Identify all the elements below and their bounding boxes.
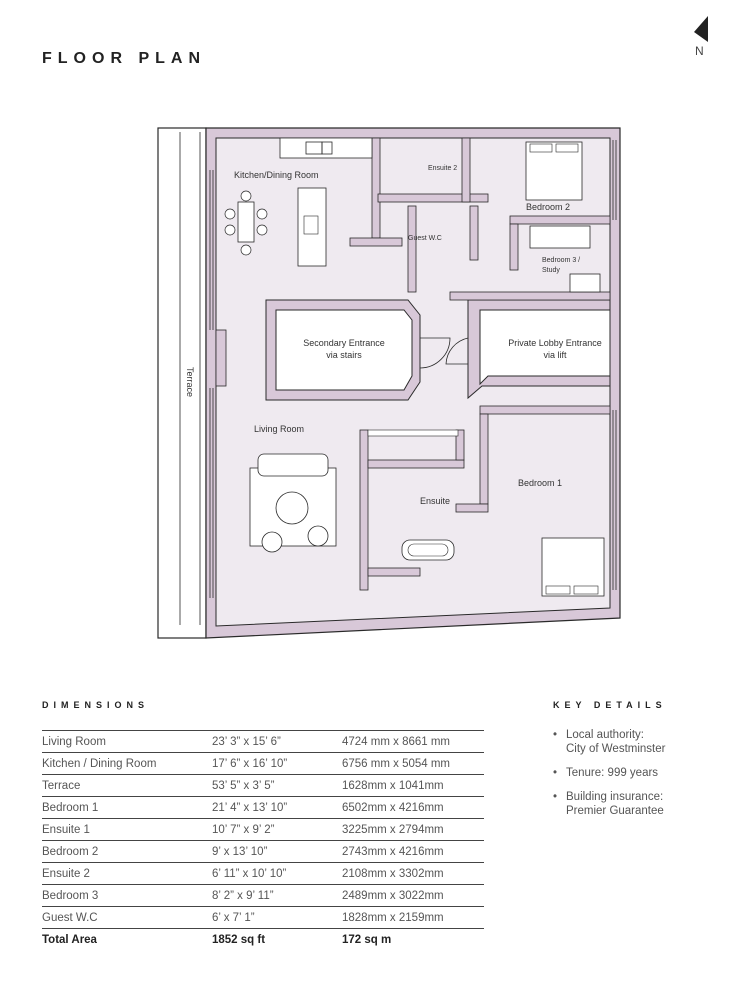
key-detail-line1: Tenure: 999 years [566,767,659,779]
cell-metric: 6502mm x 4216mm [342,796,484,819]
cell-imperial: 17’ 6” x 16’ 10” [212,752,342,775]
dimensions-heading: DIMENSIONS [42,700,150,710]
cell-imperial: 6’ 11” x 10’ 10” [212,862,342,885]
list-item: Local authority: City of Westminster [553,728,733,756]
cell-imperial: 53’ 5” x 3’ 5” [212,774,342,797]
cell-room: Ensuite 1 [42,818,212,841]
key-detail-line1: Local authority: [566,729,644,741]
cell-imperial: 21’ 4” x 13’ 10” [212,796,342,819]
bed-bedroom-1 [541,537,605,597]
stair-core-floor [275,309,413,391]
cell-metric: 4724 mm x 8661 mm [342,730,484,753]
page-title: FLOOR PLAN [42,50,206,67]
label-living-room: Living Room [254,424,304,434]
key-detail-line2: Premier Guarantee [566,805,664,817]
total-room: Total Area [42,933,97,946]
total-row: Total Area 1852 sq ft 172 sq m [42,929,484,951]
coffee-table [275,491,309,525]
label-secondary-entrance-line1: Secondary Entrance [303,338,385,348]
kitchen-island [297,187,327,267]
cell-metric: 2743mm x 4216mm [342,840,484,863]
cell-metric: 1628mm x 1041mm [342,774,484,797]
sofa [257,453,329,477]
key-details-heading: KEY DETAILS [553,700,667,710]
cell-imperial: 10’ 7” x 9’ 2” [212,818,342,841]
cell-room: Living Room [42,730,212,753]
floor-plan: Kitchen/Dining Room Ensuite 2 Bedroom 2 … [157,127,621,639]
cell-room: Kitchen / Dining Room [42,752,212,775]
label-bedroom-1: Bedroom 1 [518,478,562,488]
cell-room: Terrace [42,774,212,797]
label-lobby-line2: via lift [543,350,567,360]
cell-room: Bedroom 2 [42,840,212,863]
label-ensuite: Ensuite [420,496,450,506]
label-lobby-line1: Private Lobby Entrance [508,338,602,348]
cell-metric: 3225mm x 2794mm [342,818,484,841]
list-item: Building insurance: Premier Guarantee [553,790,733,818]
cell-room: Bedroom 3 [42,884,212,907]
label-bedroom-3-line2: Study [542,267,560,274]
cell-imperial: 9’ x 13’ 10” [212,840,342,863]
lift-lobby-floor [479,309,611,386]
cell-metric: 6756 mm x 5054 mm [342,752,484,775]
total-metric: 172 sq m [342,933,392,946]
compass-label: N [695,44,704,58]
label-bedroom-2: Bedroom 2 [526,202,570,212]
north-arrow-icon [694,16,708,42]
kitchen-counter [279,137,373,159]
key-details-list: Local authority: City of WestminsterTenur… [553,728,733,828]
cell-imperial: 8’ 2” x 9’ 11” [212,884,342,907]
label-kitchen: Kitchen/Dining Room [234,170,319,180]
cell-imperial: 6’ x 7’ 1” [212,906,342,929]
key-detail-line1: Building insurance: [566,791,664,803]
cell-room: Ensuite 2 [42,862,212,885]
label-bedroom-3-line1: Bedroom 3 / [542,257,580,264]
bathtub [401,539,455,561]
cell-metric: 2108mm x 3302mm [342,862,484,885]
label-guest-wc: Guest W.C [408,235,442,242]
terrace-strip [157,127,207,639]
cell-metric: 2489mm x 3022mm [342,884,484,907]
label-secondary-entrance-line2: via stairs [326,350,362,360]
cell-imperial: 23’ 3” x 15’ 6” [212,730,342,753]
list-item: Tenure: 999 years [553,766,733,780]
cell-metric: 1828mm x 2159mm [342,906,484,929]
total-imperial: 1852 sq ft [212,933,266,946]
dining-table [237,201,255,243]
cell-room: Guest W.C [42,906,212,929]
bed-bedroom-2 [525,141,583,201]
label-ensuite-2: Ensuite 2 [428,165,457,172]
label-terrace: Terrace [185,367,195,397]
key-detail-line2: City of Westminster [566,743,666,755]
cell-room: Bedroom 1 [42,796,212,819]
